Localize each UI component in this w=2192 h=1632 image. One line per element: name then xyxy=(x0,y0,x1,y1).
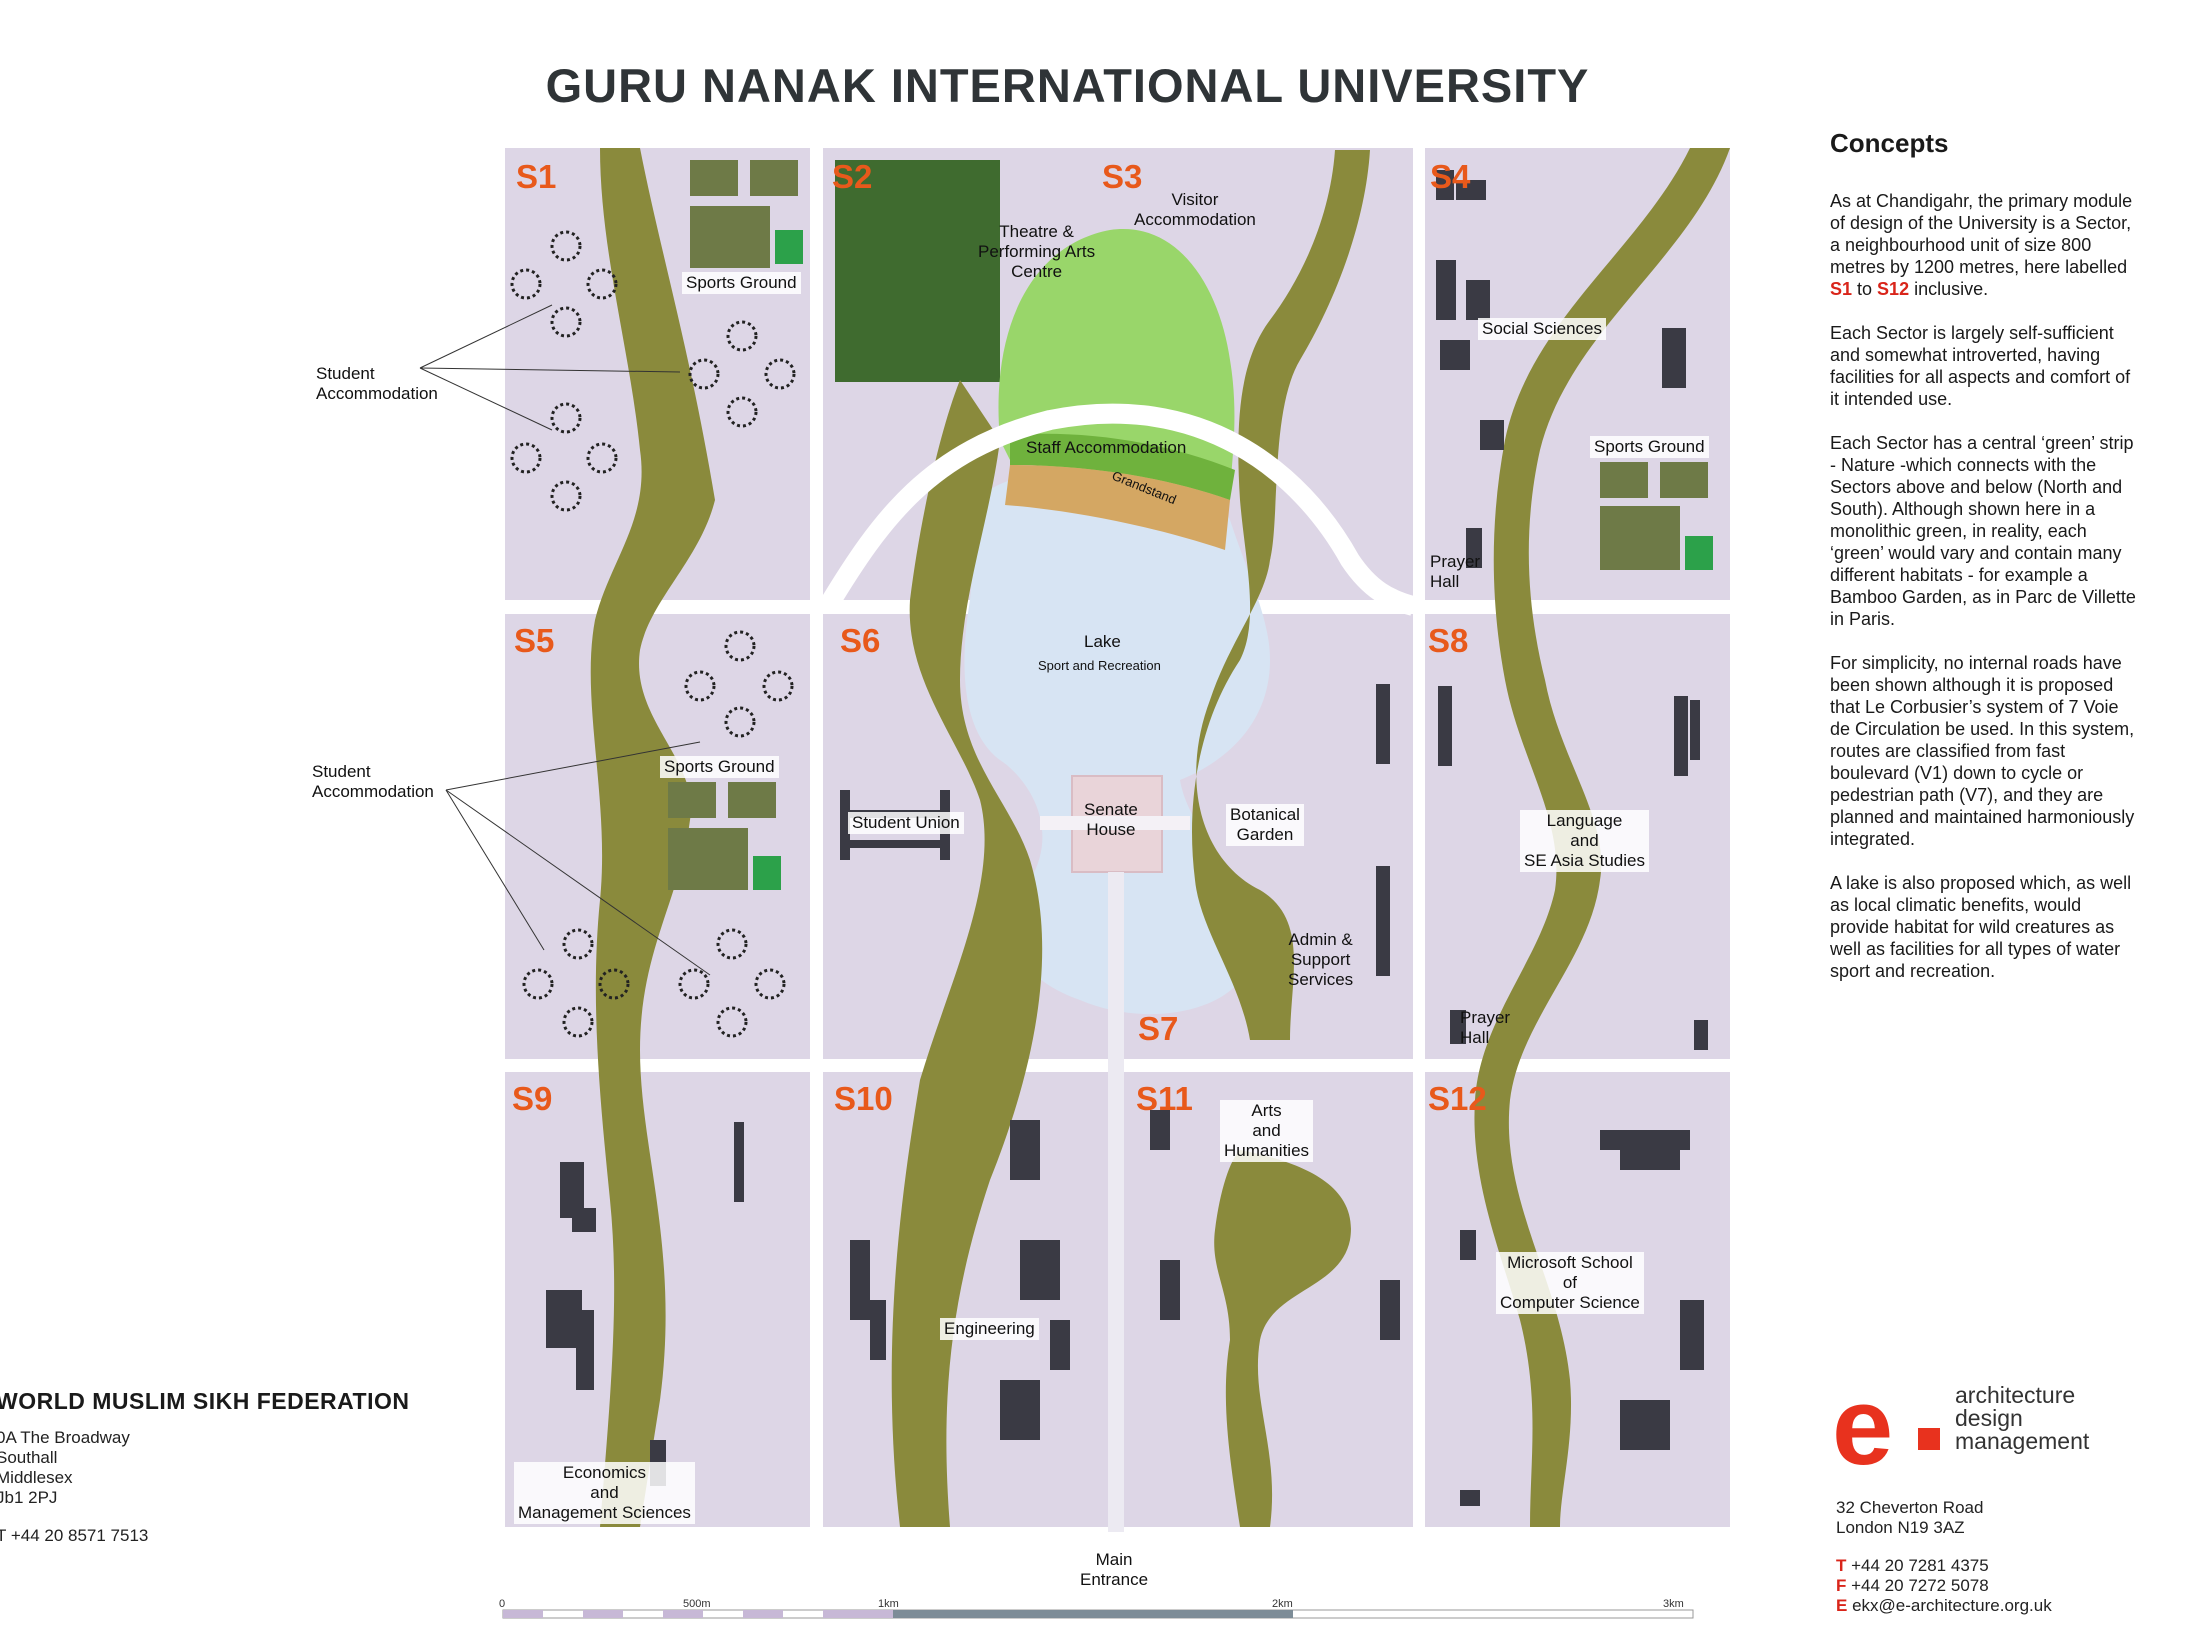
label-staff-accommodation: Staff Accommodation xyxy=(1026,438,1187,457)
label-student-accommodation-1: Student Accommodation xyxy=(316,364,438,403)
concepts-p1-to: to xyxy=(1852,279,1878,299)
page-title: GURU NANAK INTERNATIONAL UNIVERSITY xyxy=(545,59,1590,112)
sector-label-s9: S9 xyxy=(512,1080,553,1117)
concepts-text: As at Chandigahr, the primary module of … xyxy=(1830,190,2140,1004)
firm-email-value[interactable]: ekx@e-architecture.org.uk xyxy=(1852,1596,2052,1615)
scale-label-0: 0 xyxy=(499,1598,506,1610)
sector-label-s6: S6 xyxy=(840,622,881,659)
firm-fax-label: F xyxy=(1836,1576,1847,1595)
concepts-paragraph-2: Each Sector is largely self-sufficient a… xyxy=(1830,323,2131,409)
concepts-p1-end: inclusive. xyxy=(1909,279,1989,299)
green-strip-central xyxy=(891,380,1043,1527)
label-visitor-accommodation: Visitor Accommodation xyxy=(1134,190,1256,229)
org-address: 0A The Broadway Southall Middlesex Jb1 2… xyxy=(0,1428,130,1507)
concepts-p1-s12: S12 xyxy=(1877,279,1910,299)
sector-label-s11: S11 xyxy=(1136,1080,1193,1117)
sector-label-s8: S8 xyxy=(1428,622,1469,659)
label-admin-services: Admin & Support Services xyxy=(1288,930,1354,989)
firm-fax: F +44 20 7272 5078 xyxy=(1836,1576,2052,1596)
meadow-s3 xyxy=(998,229,1235,500)
label-sports-ground-s1: Sports Ground xyxy=(682,272,801,294)
label-student-accommodation-2: Student Accommodation xyxy=(312,762,434,801)
sports-ground-s4 xyxy=(1600,462,1713,570)
label-senate-house: Senate House xyxy=(1084,800,1138,839)
org-phone-number: +44 20 8571 7513 xyxy=(10,1526,149,1545)
buildings xyxy=(546,170,1708,1506)
firm-contacts: T +44 20 7281 4375 F +44 20 7272 5078 E … xyxy=(1836,1556,2052,1616)
label-engineering: Engineering xyxy=(940,1318,1039,1340)
label-social-sciences: Social Sciences xyxy=(1478,318,1607,340)
green-strip-west xyxy=(590,148,715,1527)
scale-label-2km: 2km xyxy=(1272,1598,1293,1610)
label-lake-sub: Sport and Recreation xyxy=(1038,658,1161,673)
label-microsoft-school: Microsoft School of Computer Science xyxy=(1496,1252,1644,1314)
green-strip-east xyxy=(1192,150,1370,1040)
firm-logo-text: architecture design management xyxy=(1955,1382,2090,1454)
label-student-union: Student Union xyxy=(848,812,964,834)
label-lake: Lake xyxy=(1084,632,1121,651)
scale-label-3km: 3km xyxy=(1663,1598,1684,1610)
concepts-title: Concepts xyxy=(1830,128,1949,158)
label-language-studies: Language and SE Asia Studies xyxy=(1520,810,1649,872)
grandstand-band xyxy=(1005,465,1230,550)
firm-logo-letter: e xyxy=(1832,1365,1894,1488)
sector-label-s1: S1 xyxy=(516,158,557,195)
scale-bar xyxy=(502,1609,1694,1619)
sports-ground-s5 xyxy=(668,782,781,890)
accommodation-clusters xyxy=(510,230,796,1038)
firm-email: E ekx@e-architecture.org.uk xyxy=(1836,1596,2052,1616)
org-phone: T +44 20 8571 7513 xyxy=(0,1526,148,1546)
firm-address: 32 Cheverton Road London N19 3AZ xyxy=(1836,1498,1984,1537)
staff-accommodation-band xyxy=(1010,433,1235,500)
concepts-paragraph-1: As at Chandigahr, the primary module of … xyxy=(1830,190,2140,300)
sector-label-s5: S5 xyxy=(514,622,555,659)
label-prayer-hall-s8: Prayer Hall xyxy=(1460,1008,1511,1047)
curved-road xyxy=(819,403,1416,616)
sector-label-s2: S2 xyxy=(832,158,873,195)
label-main-entrance: Main Entrance xyxy=(1080,1550,1149,1589)
green-strip-east-s11 xyxy=(1214,1150,1351,1527)
label-prayer-hall-s4: Prayer Hall xyxy=(1430,552,1481,591)
concepts-paragraph-3: Each Sector has a central ‘green’ strip … xyxy=(1830,433,2136,629)
org-name: WORLD MUSLIM SIKH FEDERATION xyxy=(0,1388,410,1414)
forest-s2 xyxy=(835,160,1000,382)
sector-label-s12: S12 xyxy=(1428,1080,1487,1117)
label-botanical-garden: Botanical Garden xyxy=(1226,804,1304,846)
lake-shape xyxy=(964,468,1270,1015)
sector-label-s10: S10 xyxy=(834,1080,893,1117)
firm-logo-dot xyxy=(1918,1428,1940,1450)
firm-phone-value: +44 20 7281 4375 xyxy=(1851,1556,1989,1575)
sector-label-s7: S7 xyxy=(1138,1010,1179,1047)
label-sports-ground-s4: Sports Ground xyxy=(1590,436,1709,458)
firm-phone-label: T xyxy=(1836,1556,1847,1575)
senate-crossbar xyxy=(1040,816,1190,830)
concepts-paragraph-5: A lake is also proposed which, as well a… xyxy=(1830,873,2132,981)
green-strips xyxy=(590,148,1730,1527)
org-phone-prefix: T xyxy=(0,1526,7,1545)
firm-fax-value: +44 20 7272 5078 xyxy=(1851,1576,1989,1595)
accommodation-pointer-lines xyxy=(419,304,711,976)
scale-label-500m: 500m xyxy=(683,1598,711,1610)
scale-label-1km: 1km xyxy=(878,1598,899,1610)
sector-label-s3: S3 xyxy=(1102,158,1143,195)
label-theatre: Theatre & Performing Arts Centre xyxy=(978,222,1096,281)
concepts-p1-s1: S1 xyxy=(1830,279,1853,299)
firm-phone: T +44 20 7281 4375 xyxy=(1836,1556,2052,1576)
concepts-paragraph-4: For simplicity, no internal roads have b… xyxy=(1830,653,2135,849)
label-economics: Economics and Management Sciences xyxy=(514,1462,695,1524)
senate-axis xyxy=(1108,872,1124,1532)
sector-label-s4: S4 xyxy=(1430,158,1471,195)
sports-ground-s1 xyxy=(690,160,803,268)
label-arts-humanities: Arts and Humanities xyxy=(1220,1100,1314,1162)
label-sports-ground-s5: Sports Ground xyxy=(660,756,779,778)
firm-email-label: E xyxy=(1836,1596,1848,1615)
concepts-p1-text: As at Chandigahr, the primary module of … xyxy=(1830,191,2133,277)
